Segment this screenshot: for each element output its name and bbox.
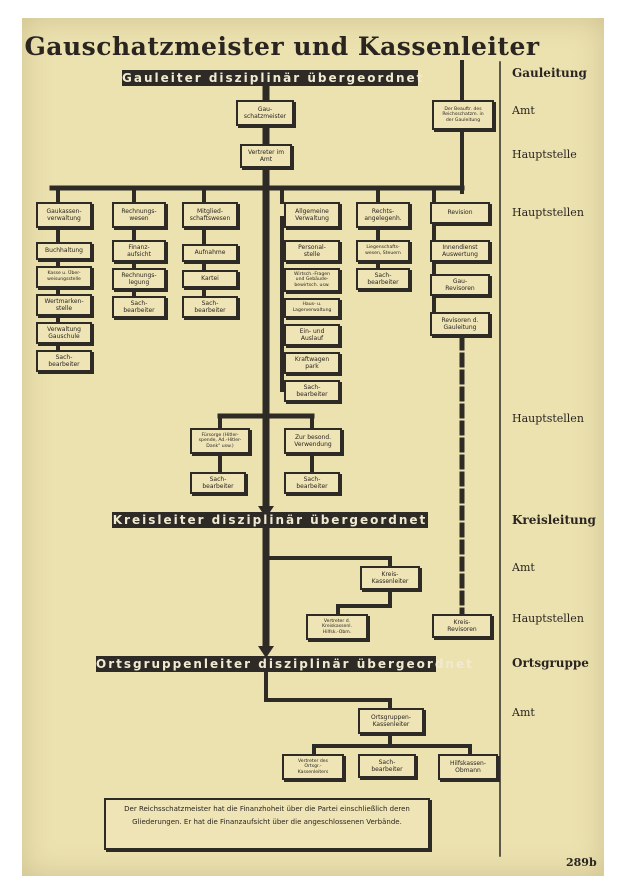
box-sachbearbeiter-5: Sach- bearbeiter bbox=[356, 268, 410, 290]
box-kreisrevisoren: Kreis- Revisoren bbox=[432, 614, 492, 638]
box-kreiskassenleiter: Kreis- Kassenleiter bbox=[360, 566, 420, 590]
box-fuersorge: Fürsorge (Hitler- spende, Ad.-Hitler- Da… bbox=[190, 428, 250, 454]
document-page: Gauschatzmeister und Kassenleiter Gaulei… bbox=[22, 18, 604, 876]
page-number: 289b bbox=[566, 856, 597, 869]
finance-note: Der Reichsschatzmeister hat die Finanzho… bbox=[104, 798, 430, 850]
box-gauschatzmeister: Gau- schatzmeister bbox=[236, 100, 294, 126]
box-ein-auslauf: Ein- und Auslauf bbox=[284, 324, 340, 346]
box-mitgliedschaftswesen: Mitglied- schaftswesen bbox=[182, 202, 238, 228]
box-ortsgruppenkassenleiter: Ortsgruppen- Kassenleiter bbox=[358, 708, 424, 734]
box-sachbearbeiter-2: Sach- bearbeiter bbox=[112, 296, 166, 318]
level-label-kreisleitung: Kreisleitung bbox=[512, 513, 596, 527]
box-revisoren-gauleitung: Revisoren d. Gauleitung bbox=[430, 312, 490, 336]
level-label-ortsgruppe: Ortsgruppe bbox=[512, 656, 589, 670]
level-label-hauptstellen-2: Hauptstellen bbox=[512, 412, 584, 425]
box-sachbearbeiter-3: Sach- bearbeiter bbox=[182, 296, 238, 318]
box-kasse: Kasse u. Über- weisungsstelle bbox=[36, 266, 92, 288]
arrow-to-orts bbox=[258, 646, 274, 658]
banner-kreisleiter: Kreisleiter disziplinär übergeordnet bbox=[112, 512, 428, 528]
level-label-amt: Amt bbox=[512, 104, 535, 117]
box-kartei: Kartei bbox=[182, 270, 238, 288]
box-vertreter-im-amt: Vertreter im Amt bbox=[240, 144, 292, 168]
box-vertreter-ortsgruppe: Vertreter des Ortsgr.- Kassenleiters bbox=[282, 754, 344, 780]
box-sachbearbeiter-8: Sach- bearbeiter bbox=[358, 754, 416, 778]
box-rechnungswesen: Rechnungs- wesen bbox=[112, 202, 166, 228]
box-sachbearbeiter-7: Sach- bearbeiter bbox=[284, 472, 340, 494]
box-gaurevisoren: Gau- Revisoren bbox=[430, 274, 490, 296]
level-label-amt-kreis: Amt bbox=[512, 561, 535, 574]
level-label-hauptstelle: Hauptstelle bbox=[512, 148, 577, 161]
box-beauftragte: Der Beauftr. des Reichsschatzm. in der G… bbox=[432, 100, 494, 130]
box-rechnungslegung: Rechnungs- legung bbox=[112, 268, 166, 290]
box-personalstelle: Personal- stelle bbox=[284, 240, 340, 262]
box-haus-lagerverwaltung: Haus- u. Lagerverwaltung bbox=[284, 298, 340, 318]
box-innendienst: Innendienst Auswertung bbox=[430, 240, 490, 262]
box-liegenschaftswesen: Liegenschafts- wesen, Steuern bbox=[356, 240, 410, 262]
level-label-hauptstellen-kreis: Hauptstellen bbox=[512, 612, 584, 625]
level-label-hauptstellen: Hauptstellen bbox=[512, 206, 584, 219]
box-sachbearbeiter-1: Sach- bearbeiter bbox=[36, 350, 92, 372]
box-wertmarkenstelle: Wertmarken- stelle bbox=[36, 294, 92, 316]
banner-ortsgruppenleiter: Ortsgruppenleiter disziplinär übergeordn… bbox=[96, 656, 474, 672]
box-sachbearbeiter-6: Sach- bearbeiter bbox=[190, 472, 246, 494]
box-wirtschaftsfragen: Wirtsch.-Fragen und Gebäude- bewirtsch. … bbox=[284, 268, 340, 292]
page-title: Gauschatzmeister und Kassenleiter bbox=[24, 32, 540, 61]
box-rechtsangelegenheiten: Rechts- angelegenh. bbox=[356, 202, 410, 228]
box-buchhaltung: Buchhaltung bbox=[36, 242, 92, 260]
box-finanzaufsicht: Finanz- aufsicht bbox=[112, 240, 166, 262]
box-zur-besonderen-verwendung: Zur besond. Verwendung bbox=[284, 428, 342, 454]
box-allgemeine-verwaltung: Allgemeine Verwaltung bbox=[284, 202, 340, 228]
level-label-gauleitung: Gauleitung bbox=[512, 66, 587, 80]
box-revision: Revision bbox=[430, 202, 490, 224]
box-verwaltung-gauschule: Verwaltung Gauschule bbox=[36, 322, 92, 344]
banner-gauleiter: Gauleiter disziplinär übergeordnet bbox=[122, 70, 425, 86]
box-kraftwagenpark: Kraftwagen park bbox=[284, 352, 340, 374]
box-aufnahme: Aufnahme bbox=[182, 244, 238, 262]
box-sachbearbeiter-4: Sach- bearbeiter bbox=[284, 380, 340, 402]
box-hilfskassenobmann: Hilfskassen- Obmann bbox=[438, 754, 498, 780]
box-vertreter-kreiskassenleiter: Vertreter d. Kreiskassenl. Hilfsk.-Obm. bbox=[306, 614, 368, 640]
box-gaukassenverwaltung: Gaukassen- verwaltung bbox=[36, 202, 92, 228]
level-label-amt-orts: Amt bbox=[512, 706, 535, 719]
